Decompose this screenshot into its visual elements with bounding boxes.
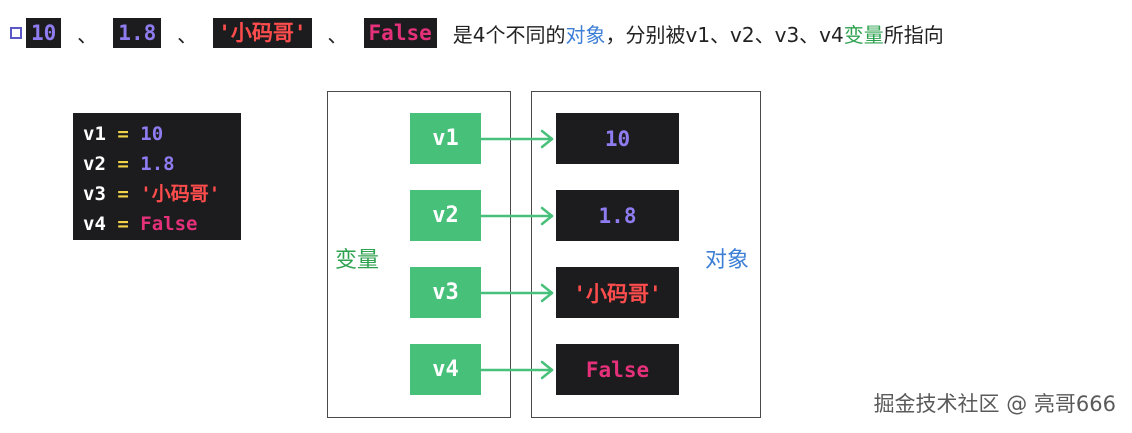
code-var: v1 bbox=[83, 123, 106, 145]
code-equals: = bbox=[117, 123, 129, 145]
variable-box-v4: v4 bbox=[410, 344, 481, 395]
site-watermark: 掘金技术社区 @ 亮哥666 bbox=[873, 392, 1116, 416]
header-text: 是4个不同的 bbox=[452, 22, 566, 47]
code-line: v1 = 10 bbox=[83, 119, 241, 149]
separator: 、 bbox=[77, 22, 98, 47]
code-equals: = bbox=[117, 213, 129, 235]
code-line: v3 = '小码哥' bbox=[83, 179, 241, 209]
object-box-false: False bbox=[556, 344, 679, 395]
object-box-10: 10 bbox=[556, 113, 679, 164]
objects-frame bbox=[531, 91, 761, 418]
code-equals: = bbox=[117, 183, 129, 205]
header-objects-word: 对象 bbox=[565, 22, 606, 47]
chip-10: 10 bbox=[26, 18, 62, 48]
code-equals: = bbox=[117, 153, 129, 175]
header-text: 所指向 bbox=[883, 22, 944, 47]
header-variables-word: 变量 bbox=[843, 22, 884, 47]
code-line: v4 = False bbox=[83, 209, 241, 239]
object-box-1-8: 1.8 bbox=[556, 190, 679, 241]
chip-1-8: 1.8 bbox=[113, 18, 162, 48]
variable-box-v2: v2 bbox=[410, 190, 481, 241]
code-value: '小码哥' bbox=[140, 183, 221, 205]
checkbox-bullet-icon bbox=[10, 27, 22, 39]
code-block: v1 = 10 v2 = 1.8 v3 = '小码哥' v4 = False bbox=[73, 113, 241, 240]
code-value: 1.8 bbox=[140, 153, 175, 175]
variable-box-v1: v1 bbox=[410, 113, 481, 164]
object-box-xiaomage: '小码哥' bbox=[556, 267, 679, 318]
variable-box-v3: v3 bbox=[410, 267, 481, 318]
separator: 、 bbox=[327, 22, 348, 47]
header-text: ，分别被v1、v2、v3、v4 bbox=[605, 22, 844, 47]
code-value: False bbox=[140, 213, 198, 235]
variables-label: 变量 bbox=[335, 248, 380, 273]
separator: 、 bbox=[177, 22, 198, 47]
code-var: v2 bbox=[83, 153, 106, 175]
chip-xiaomage: '小码哥' bbox=[213, 18, 312, 48]
variables-frame bbox=[327, 91, 511, 418]
code-line: v2 = 1.8 bbox=[83, 149, 241, 179]
code-var: v3 bbox=[83, 183, 106, 205]
code-var: v4 bbox=[83, 213, 106, 235]
objects-label: 对象 bbox=[705, 248, 750, 273]
header-line: 10 、 1.8 、 '小码哥' 、 False 是4个不同的 对象 ，分别被v… bbox=[10, 16, 944, 50]
chip-false: False bbox=[363, 18, 437, 48]
code-value: 10 bbox=[140, 123, 164, 145]
